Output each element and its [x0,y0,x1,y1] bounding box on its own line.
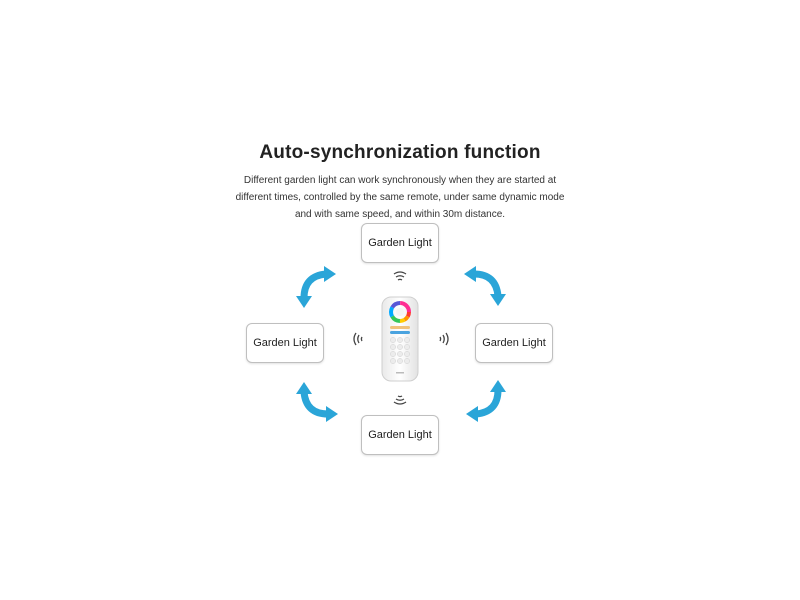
diagram-description: Different garden light can work synchron… [200,172,600,223]
wireless-signal-icon [393,271,407,281]
wireless-signal-icon [439,332,449,346]
wireless-signal-icon [393,395,407,405]
description-line: and with same speed, and within 30m dist… [294,209,506,220]
description-line: Different garden light can work synchron… [243,175,557,186]
double-headed-curved-arrow-icon [466,380,506,422]
description-line: different times, controlled by the same … [235,192,565,203]
rgb-remote-control-icon [381,296,419,382]
garden-light-node-bottom: Garden Light [361,415,439,455]
diagram-title: Auto-synchronization function [259,142,541,163]
double-headed-curved-arrow-icon [464,266,506,306]
wireless-signal-icon [353,332,363,346]
garden-light-node-right: Garden Light [475,323,553,363]
garden-light-node-left: Garden Light [246,323,324,363]
double-headed-curved-arrow-icon [296,382,338,422]
garden-light-node-top: Garden Light [361,223,439,263]
double-headed-curved-arrow-icon [296,266,336,308]
